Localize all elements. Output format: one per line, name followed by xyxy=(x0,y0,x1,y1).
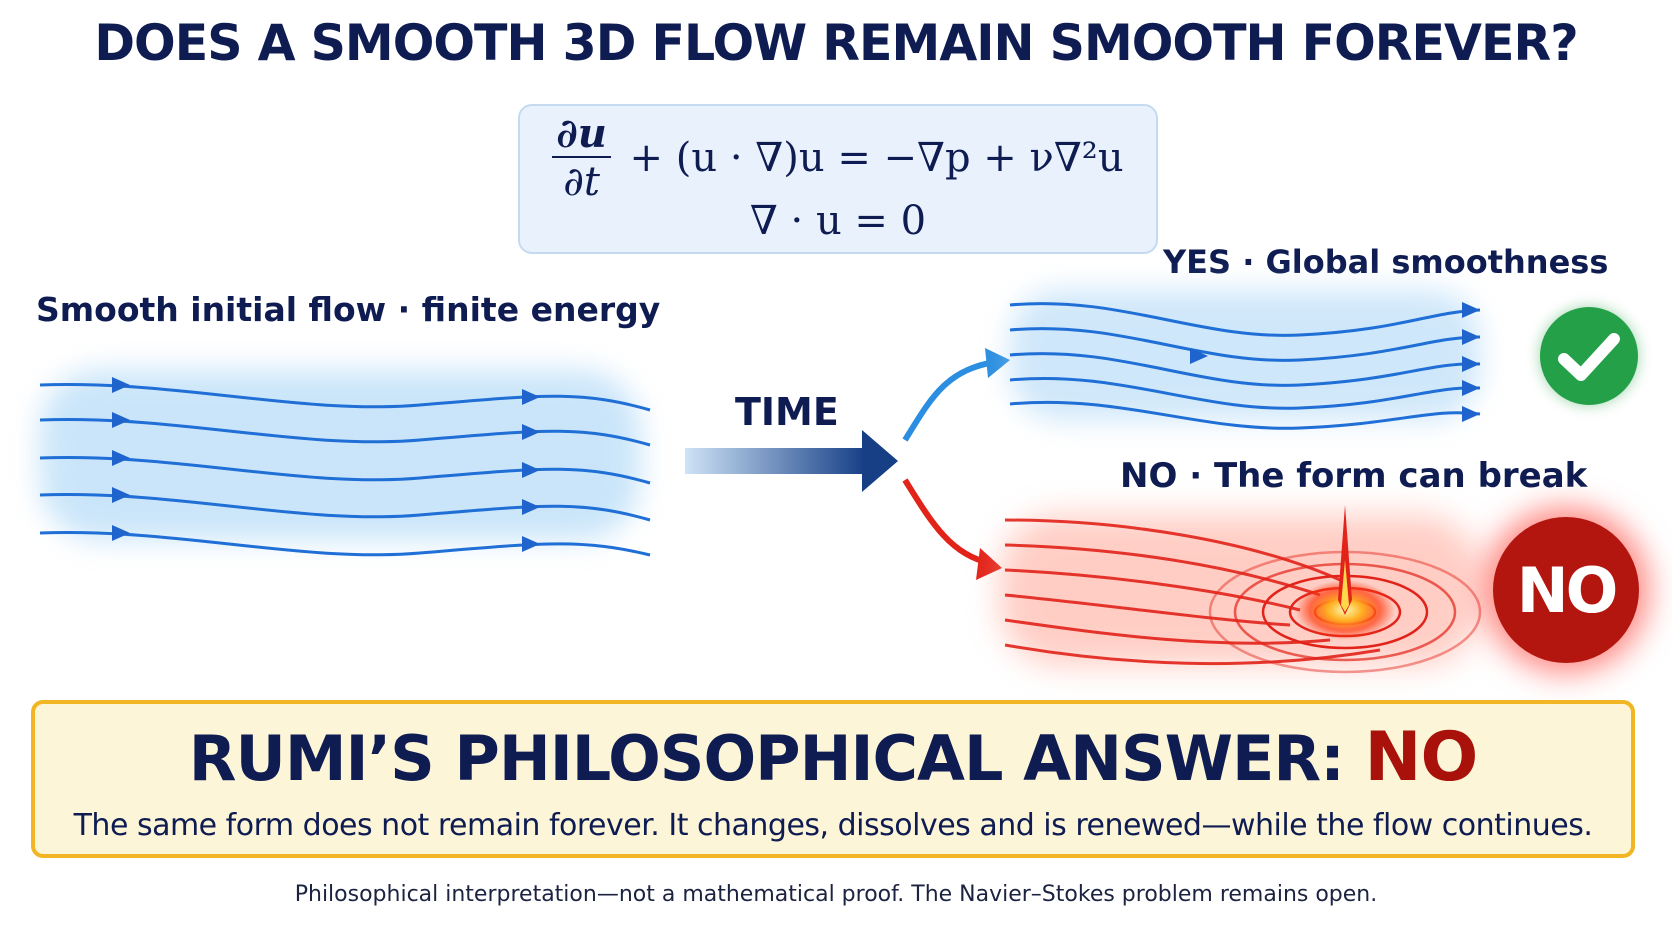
answer-box: RUMI’S PHILOSOPHICAL ANSWER: NO The same… xyxy=(31,700,1635,858)
no-branch-arrow xyxy=(902,478,1002,580)
answer-title-text: RUMI’S PHILOSOPHICAL ANSWER: xyxy=(188,722,1345,795)
page-title: DOES A SMOOTH 3D FLOW REMAIN SMOOTH FORE… xyxy=(94,14,1578,72)
singularity-hotspot xyxy=(1295,505,1395,640)
time-label: TIME xyxy=(735,390,839,434)
smooth-flow-arrowheads xyxy=(1190,302,1480,422)
initial-flow-streamlines xyxy=(39,383,651,557)
initial-flow-arrowheads xyxy=(112,377,540,552)
no-outcome-label: NO · The form can break xyxy=(1120,456,1588,496)
equation-box: ∂u ∂t + (u · ∇)u = −∇p + ν∇²u ∇ · u = 0 xyxy=(518,104,1158,254)
answer-subtitle: The same form does not remain forever. I… xyxy=(73,808,1593,843)
incompressibility-equation: ∇ · u = 0 xyxy=(749,198,927,244)
time-derivative-fraction: ∂u ∂t xyxy=(552,114,611,205)
yes-branch-arrow xyxy=(902,348,1010,442)
initial-flow-label: Smooth initial flow · finite energy xyxy=(36,290,661,329)
breaking-flow-streamlines xyxy=(1004,518,1381,666)
disclaimer: Philosophical interpretation—not a mathe… xyxy=(294,882,1378,907)
no-badge: NO xyxy=(1493,517,1639,663)
answer-title: RUMI’S PHILOSOPHICAL ANSWER: NO xyxy=(35,718,1631,797)
fraction-numerator: ∂u xyxy=(552,114,611,158)
fraction-denominator: ∂t xyxy=(563,159,600,205)
check-icon xyxy=(1540,307,1638,405)
yes-outcome-label: YES · Global smoothness xyxy=(1163,243,1609,281)
time-arrow xyxy=(685,430,898,492)
smooth-flow-streamlines xyxy=(1009,302,1481,430)
answer-title-emphasis: NO xyxy=(1364,718,1479,797)
equation-remainder: + (u · ∇)u = −∇p + ν∇²u xyxy=(616,135,1124,181)
initial-flow-glow xyxy=(40,370,640,540)
navier-stokes-equation: ∂u ∂t + (u · ∇)u = −∇p + ν∇²u xyxy=(520,114,1156,205)
